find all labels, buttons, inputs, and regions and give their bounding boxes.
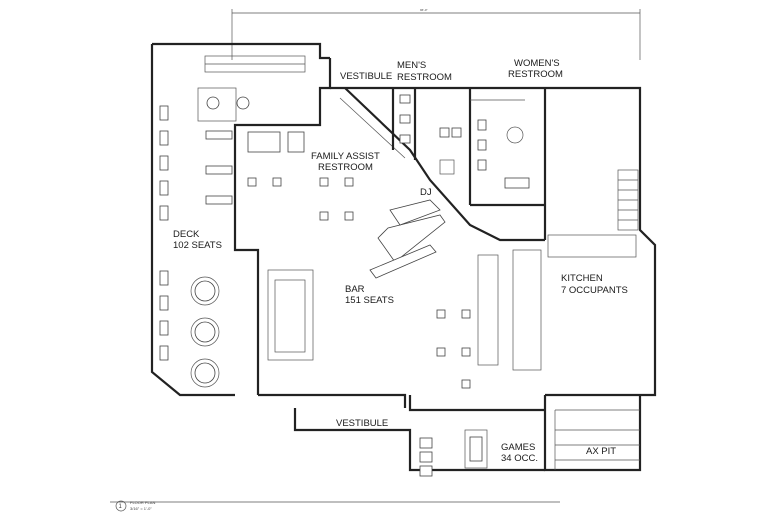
drawing-title: FLOOR PLAN: [130, 500, 155, 505]
family-restroom-label-line2: RESTROOM: [318, 162, 373, 173]
womens-restroom-label-line1: WOMEN'S: [514, 58, 560, 69]
deck-label-line2: 102 SEATS: [173, 240, 222, 251]
kitchen-label-line1: KITCHEN: [561, 273, 603, 284]
vestibule-bottom-label: VESTIBULE: [336, 418, 388, 429]
bar-label-line1: BAR: [345, 284, 365, 295]
games-label-line2: 34 OCC.: [501, 453, 538, 464]
dj-label: DJ: [420, 187, 432, 198]
mens-restroom-label-line2: RESTROOM: [397, 72, 452, 83]
dimension-line: 96'-0": [231, 8, 641, 60]
title-block: 1 FLOOR PLAN 3/16" = 1'-0": [110, 500, 560, 512]
drawing-number: 1: [119, 504, 123, 510]
building-walls: [233, 58, 657, 472]
dimension-label: 96'-0": [420, 8, 428, 12]
room-labels: VESTIBULE MEN'S RESTROOM WOMEN'S RESTROO…: [173, 58, 628, 464]
vestibule-top-label: VESTIBULE: [340, 71, 392, 82]
kitchen-label-line2: 7 OCCUPANTS: [561, 285, 628, 296]
games-label-line1: GAMES: [501, 442, 535, 453]
deck-area: [150, 42, 330, 397]
womens-restroom-label-line2: RESTROOM: [508, 69, 563, 80]
mens-restroom-label-line1: MEN'S: [397, 60, 426, 71]
family-restroom-label-line1: FAMILY ASSIST: [311, 151, 380, 162]
bar-label-line2: 151 SEATS: [345, 295, 394, 306]
deck-label-line1: DECK: [173, 229, 200, 240]
drawing-scale: 3/16" = 1'-0": [130, 506, 152, 511]
bar-furniture: [247, 131, 499, 477]
ax-pit-label: AX PIT: [586, 446, 616, 457]
